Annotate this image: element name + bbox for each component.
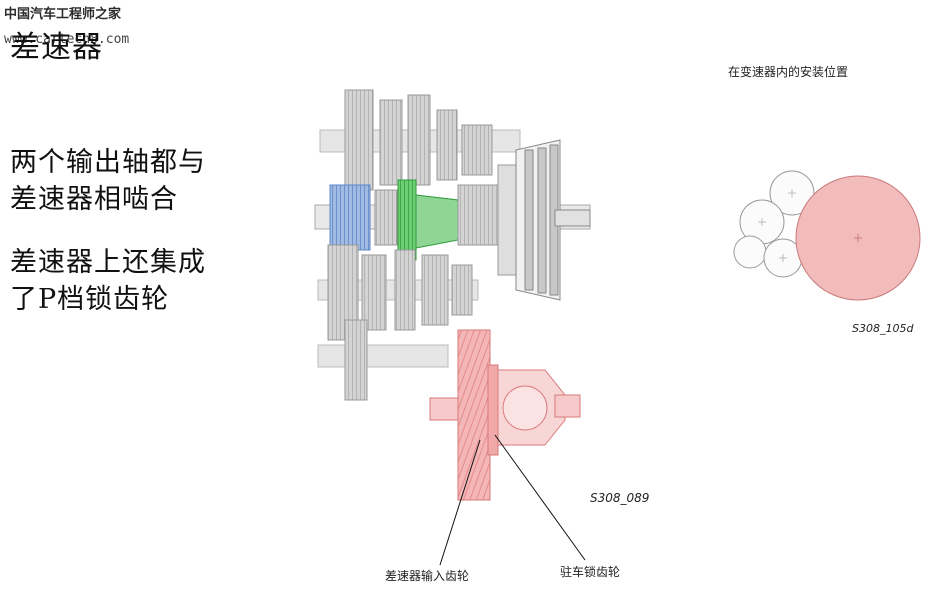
bullet-2-line-1: 差速器上还集成 xyxy=(10,247,206,278)
callout-line-parking-gear xyxy=(494,434,586,561)
watermark-text: 中国汽车工程师之家 xyxy=(4,7,122,22)
watermark-url: www.cartech8.com xyxy=(4,32,130,47)
bullet-2: 差速器上还集成 了P档锁齿轮 xyxy=(10,244,206,318)
gearbox-assembly xyxy=(314,89,591,401)
inset-diagram xyxy=(733,170,921,301)
slide-title: 差速器 xyxy=(10,30,103,65)
differential-input-gear xyxy=(457,329,491,501)
callout-input-gear: 差速器输入齿轮 xyxy=(385,568,469,583)
differential-assembly xyxy=(429,329,581,501)
green-output-gear xyxy=(397,179,417,261)
inset-figure-id: S308_105d xyxy=(852,322,914,335)
blue-output-gear xyxy=(329,184,371,251)
parking-lock-gear xyxy=(487,364,499,456)
bullet-1-line-1: 两个输出轴都与 xyxy=(10,147,206,178)
bullet-1: 两个输出轴都与 差速器相啮合 xyxy=(10,144,206,218)
callout-line-input-gear xyxy=(439,439,481,566)
inset-caption: 在变速器内的安装位置 xyxy=(728,64,848,79)
callout-parking-gear: 驻车锁齿轮 xyxy=(560,564,620,579)
bullet-1-line-2: 差速器相啮合 xyxy=(10,184,178,215)
bullet-2-line-2: 了P档锁齿轮 xyxy=(10,284,170,315)
main-figure-id: S308_089 xyxy=(590,491,649,505)
